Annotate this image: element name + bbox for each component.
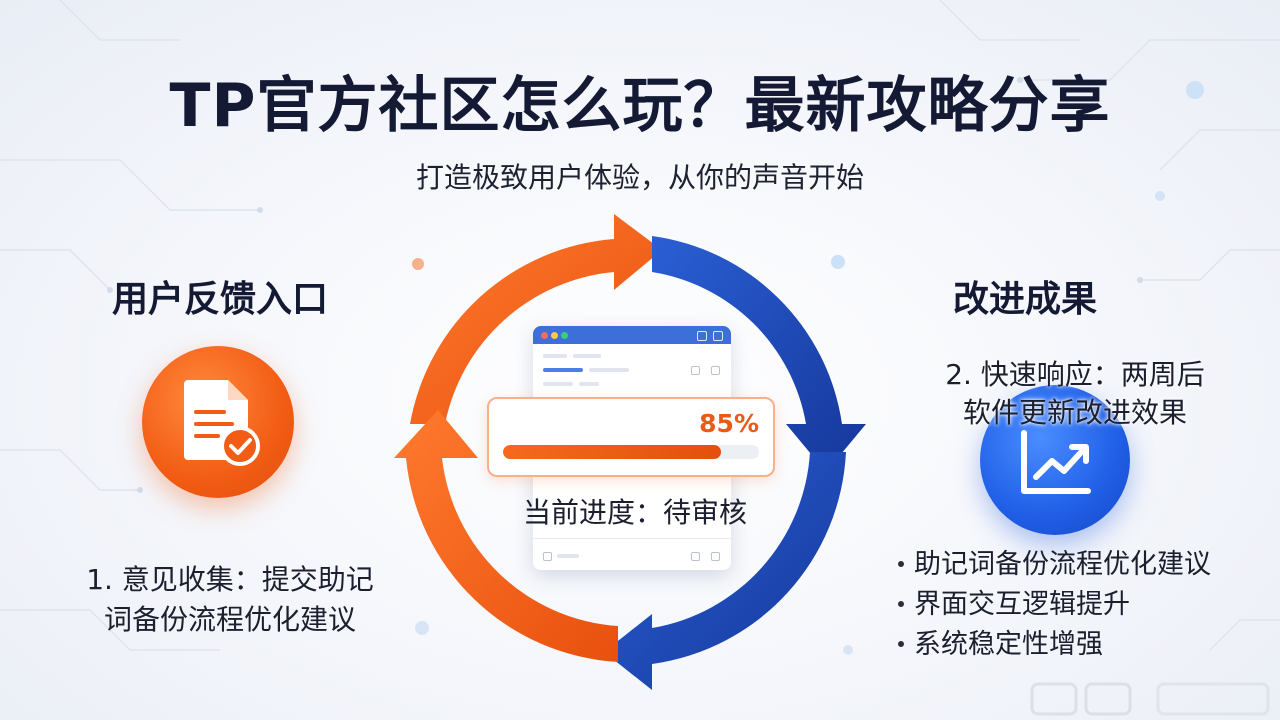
trend-chart-icon (980, 385, 1130, 535)
window-mini-icon (691, 552, 700, 561)
page-subtitle: 打造极致用户体验，从你的声音开始 (415, 161, 864, 194)
arrow-top-left-orange (410, 214, 662, 424)
arrow-bottom-right-blue (604, 452, 846, 690)
window-placeholder-line (543, 354, 567, 358)
list-item: 系统稳定性增强 (898, 625, 1258, 665)
step-one-line2: 词备份流程优化建议 (103, 603, 356, 636)
arrow-bottom-left-orange (394, 410, 618, 662)
bullet-dot (898, 640, 904, 647)
step-two-text: 2. 快速响应：两周后 软件更新改进效果 (920, 356, 1230, 432)
window-copy-icon (713, 331, 723, 341)
window-minimize-dot (551, 332, 558, 339)
progress-percent: 85% (699, 409, 759, 438)
window-placeholder-line (579, 382, 599, 386)
progress-track (503, 445, 759, 459)
window-panel-icon (697, 331, 707, 341)
progress-card: 85% (487, 397, 775, 477)
results-bullet-list: 助记词备份流程优化建议 界面交互逻辑提升 系统稳定性增强 (898, 545, 1258, 665)
window-placeholder-line (543, 382, 573, 386)
step-one-line1: 1. 意见收集：提交助记 (86, 563, 374, 596)
corner-watermark (1030, 682, 1270, 716)
step-two-line2: 软件更新改进效果 (962, 396, 1187, 429)
window-placeholder-line (543, 368, 583, 372)
window-mini-icon (543, 552, 552, 561)
window-close-dot (541, 332, 548, 339)
feedback-entry-heading: 用户反馈入口 (111, 279, 328, 320)
step-one-text: 1. 意见收集：提交助记 词备份流程优化建议 (70, 560, 390, 640)
list-item: 界面交互逻辑提升 (898, 585, 1258, 625)
bullet-text: 界面交互逻辑提升 (914, 589, 1130, 620)
window-maximize-dot (561, 332, 568, 339)
document-check-icon (142, 346, 294, 498)
window-title-bar (533, 326, 731, 344)
window-placeholder-line (557, 554, 579, 558)
current-status: 当前进度：待审核 (522, 496, 747, 529)
window-mini-icon (711, 552, 720, 561)
arrow-top-right-blue (652, 236, 866, 472)
page-title: TP官方社区怎么玩？最新攻略分享 (169, 71, 1111, 141)
window-mini-icon (711, 366, 720, 375)
results-heading: 改进成果 (952, 279, 1097, 320)
bullet-dot (898, 600, 904, 607)
window-divider (533, 538, 731, 539)
step-two-line1: 2. 快速响应：两周后 (945, 358, 1205, 391)
window-placeholder-line (589, 368, 629, 372)
window-placeholder-line (573, 354, 601, 358)
bullet-text: 助记词备份流程优化建议 (914, 549, 1211, 580)
list-item: 助记词备份流程优化建议 (898, 545, 1258, 585)
progress-fill (503, 445, 721, 459)
bullet-dot (898, 560, 904, 567)
window-mini-icon (691, 366, 700, 375)
bullet-text: 系统稳定性增强 (914, 629, 1103, 660)
